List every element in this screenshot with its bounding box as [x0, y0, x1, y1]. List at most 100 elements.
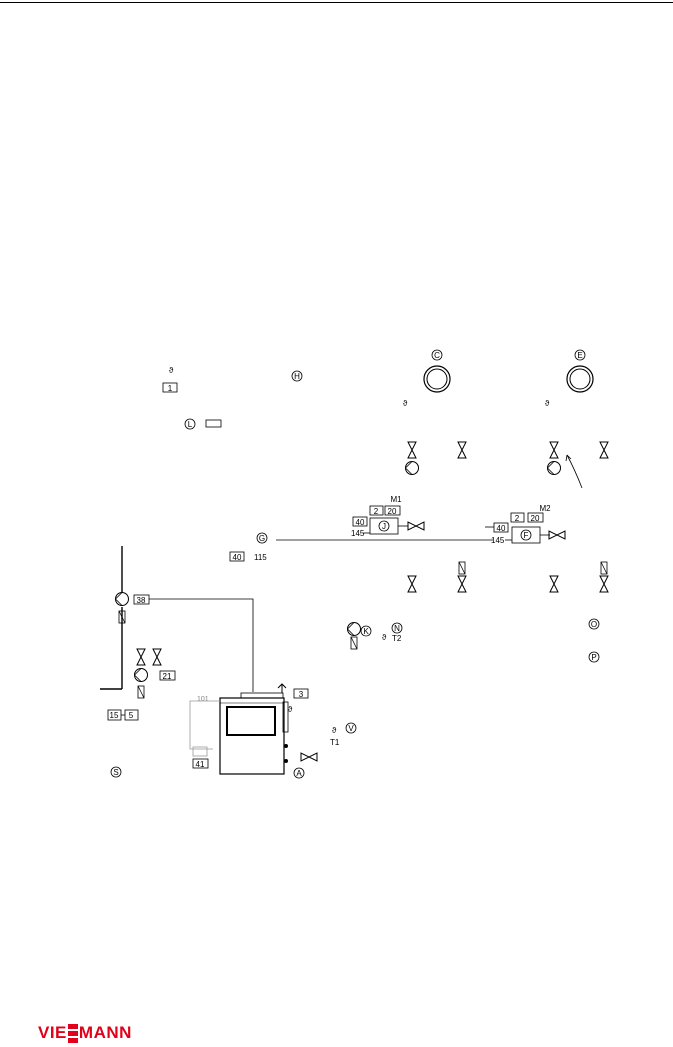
svg-text:2: 2: [515, 514, 520, 523]
svg-text:E: E: [577, 351, 582, 360]
svg-text:1: 1: [168, 384, 173, 393]
heating-circuit-e: [566, 365, 594, 393]
box-1: 1: [162, 382, 178, 393]
svg-text:F: F: [524, 531, 529, 540]
svg-text:15: 15: [110, 711, 119, 720]
svg-text:V: V: [348, 724, 354, 733]
callout-h: H: [291, 370, 303, 382]
sensor-icon: ϑ: [332, 726, 337, 735]
svg-text:A: A: [296, 769, 302, 778]
callout-f: [520, 529, 532, 541]
callout-o: O: [588, 618, 600, 630]
box-3: 3: [293, 688, 309, 699]
svg-text:O: O: [591, 620, 597, 629]
svg-text:N: N: [394, 624, 400, 633]
callout-l: L: [184, 418, 196, 430]
sensor-icon: ϑ: [382, 633, 387, 642]
valve-icon: [300, 752, 318, 762]
pump-icon: [115, 592, 129, 606]
svg-text:2: 2: [374, 507, 379, 516]
valve-icon: [152, 648, 162, 666]
svg-text:P: P: [591, 653, 596, 662]
box-40-m2: 40: [493, 522, 509, 533]
sensor-icon: ϑ: [545, 399, 550, 408]
box-15: 15: [107, 709, 122, 721]
svg-text:S: S: [113, 768, 118, 777]
svg-text:40: 40: [497, 524, 506, 533]
valve-icon: [407, 575, 417, 593]
svg-text:38: 38: [137, 596, 146, 605]
box-l-module: [205, 419, 222, 428]
callout-c-top: C: [431, 349, 443, 361]
svg-text:J: J: [382, 522, 386, 531]
valve-icon: [549, 575, 559, 593]
label-145-m2: 145: [491, 536, 505, 545]
svg-text:40: 40: [356, 518, 365, 527]
svg-text:3: 3: [299, 690, 304, 699]
box-20-m2: 20: [527, 512, 544, 523]
callout-v: V: [345, 722, 357, 734]
signal-line: [149, 598, 254, 692]
callout-n: N: [391, 622, 403, 634]
label-t2: T2: [392, 634, 402, 643]
heating-circuit-c: [423, 365, 451, 393]
valve-icon: [549, 441, 559, 459]
valve-icon: [457, 575, 467, 593]
callout-j: [378, 520, 390, 532]
box-21: 21: [159, 670, 176, 681]
callout-g: G: [256, 532, 268, 544]
svg-text:20: 20: [531, 514, 540, 523]
box-2-m2: 2: [510, 512, 525, 523]
valve-icon: [599, 441, 609, 459]
pump-icon: [134, 668, 148, 682]
box-gray: [192, 746, 208, 757]
flue-line: [189, 700, 220, 750]
svg-text:5: 5: [129, 711, 134, 720]
svg-text:L: L: [188, 420, 193, 429]
safety-valve-icon: [277, 683, 287, 693]
boiler: [219, 692, 285, 775]
sensor-icon: ϑ: [288, 705, 293, 714]
sensor-icon: ϑ: [169, 366, 174, 375]
callout-a: A: [293, 767, 305, 779]
mixer-valve-icon: [407, 521, 425, 531]
viessmann-logo: VIE MANN: [38, 1023, 132, 1043]
label-t1: T1: [330, 738, 340, 747]
mixer-label-m1: M1: [390, 495, 402, 504]
box-41: 41: [192, 758, 209, 769]
check-valve-icon: [118, 610, 126, 624]
callout-e: E: [574, 349, 586, 361]
box-20-m1: 20: [384, 505, 401, 516]
check-valve-icon: [350, 636, 358, 650]
pump-icon: [347, 622, 361, 636]
svg-text:K: K: [363, 627, 369, 636]
valve-icon: [136, 648, 146, 666]
flow-arrow-icon: [566, 454, 583, 489]
label-101: 101: [197, 696, 209, 703]
pump-icon: [547, 461, 561, 475]
label-115: 115: [254, 553, 267, 562]
valve-icon: [599, 575, 609, 593]
sensor-icon: ϑ: [403, 399, 408, 408]
pump-icon: [405, 461, 419, 475]
logo-mark-icon: [67, 1023, 78, 1043]
mixer-label-m2: M2: [539, 504, 551, 513]
callout-k: K: [360, 625, 372, 637]
page-top-rule: [0, 2, 673, 3]
svg-text:G: G: [259, 534, 265, 543]
box-38: 38: [133, 594, 150, 605]
svg-text:C: C: [434, 351, 440, 360]
check-valve-icon: [458, 561, 466, 575]
box-40-left: 40: [229, 551, 245, 562]
callout-s: S: [110, 766, 122, 778]
valve-icon: [457, 441, 467, 459]
check-valve-icon: [137, 685, 145, 699]
svg-text:20: 20: [388, 507, 397, 516]
box-40-m1: 40: [352, 516, 368, 527]
boiler-side-pipe: [282, 701, 289, 733]
mixer-valve-icon: [548, 530, 566, 540]
callout-p: P: [588, 651, 600, 663]
svg-text:21: 21: [163, 672, 172, 681]
box-2-m1: 2: [369, 505, 384, 516]
